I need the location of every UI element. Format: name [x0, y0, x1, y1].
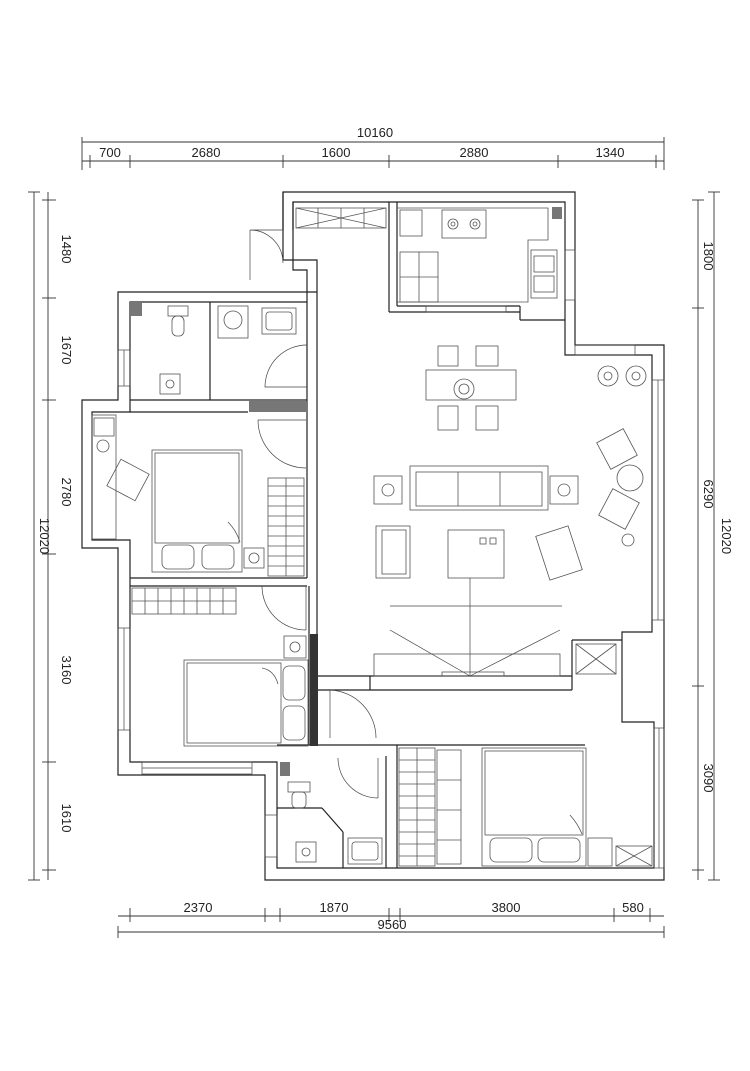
- dining-table-icon: [425, 369, 517, 401]
- right-segment-2: 6290: [701, 480, 716, 509]
- left-segment-5: 1610: [59, 804, 74, 833]
- top-segment-4: 2880: [460, 145, 489, 160]
- living-area: [373, 365, 647, 677]
- toilet-icon: [287, 781, 311, 793]
- plant-icon: [453, 378, 475, 400]
- left-segment-3: 2780: [59, 478, 74, 507]
- top-segment-5: 1340: [596, 145, 625, 160]
- right-total-label: 12020: [719, 518, 734, 554]
- bottom-segment-1: 2370: [184, 900, 213, 915]
- floor-drain-icon: [295, 841, 317, 863]
- right-segment-1: 1800: [701, 242, 716, 271]
- exterior-walls: [81, 191, 665, 881]
- bed-icon: [481, 747, 587, 867]
- bed-icon: [151, 449, 243, 573]
- bathroom-2: [287, 781, 383, 865]
- top-segment-1: 700: [99, 145, 121, 160]
- lounge-chair-icon: [596, 428, 638, 470]
- top-segment-2: 2680: [192, 145, 221, 160]
- bottom-dimension-chain: 2370 1870 3800 580 9560: [117, 900, 665, 938]
- bottom-segment-4: 580: [622, 900, 644, 915]
- chair-icon: [106, 458, 150, 502]
- toilet-icon: [167, 305, 189, 317]
- armchair-icon: [535, 525, 583, 581]
- bathroom-1: [159, 305, 297, 395]
- left-dimension-chain: 1480 1670 2780 3160 1610 12020: [28, 191, 74, 881]
- left-segment-1: 1480: [59, 235, 74, 264]
- sofa-icon: [409, 465, 549, 511]
- left-total-label: 12020: [37, 518, 52, 554]
- plant-icon: [625, 365, 647, 387]
- coffee-table-icon: [447, 529, 505, 579]
- right-segment-3: 3090: [701, 764, 716, 793]
- plant-icon: [597, 365, 619, 387]
- doors: [249, 229, 379, 799]
- bottom-total-label: 9560: [378, 917, 407, 932]
- basin-icon: [261, 307, 297, 335]
- solid-wall-blocks: [130, 207, 562, 776]
- top-segment-3: 1600: [322, 145, 351, 160]
- stove-icon: [441, 209, 487, 239]
- top-total-label: 10160: [357, 125, 393, 140]
- floor-drain-icon: [159, 373, 181, 395]
- lounge-chair-icon: [598, 488, 640, 530]
- left-segment-4: 3160: [59, 656, 74, 685]
- windows: [117, 249, 665, 869]
- kitchen-sink-icon: [530, 249, 558, 299]
- armchair-icon: [375, 525, 411, 579]
- dining-area: [425, 345, 517, 431]
- bed-icon: [183, 659, 309, 747]
- washing-machine-icon: [217, 305, 249, 339]
- bedroom-2: [131, 587, 309, 747]
- top-dimension-chain: 10160 700 2680 1600 2880 1340: [81, 125, 665, 170]
- kitchen: [295, 207, 558, 303]
- desk-icon: [91, 414, 117, 540]
- left-segment-2: 1670: [59, 336, 74, 365]
- tv-cabinet-icon: [373, 653, 561, 677]
- bottom-segment-2: 1870: [320, 900, 349, 915]
- right-dimension-chain: 1800 6290 3090 12020: [692, 191, 734, 881]
- basin-icon: [347, 837, 383, 865]
- master-bedroom: [398, 747, 653, 867]
- bedroom-1: [91, 414, 305, 577]
- bottom-segment-3: 3800: [492, 900, 521, 915]
